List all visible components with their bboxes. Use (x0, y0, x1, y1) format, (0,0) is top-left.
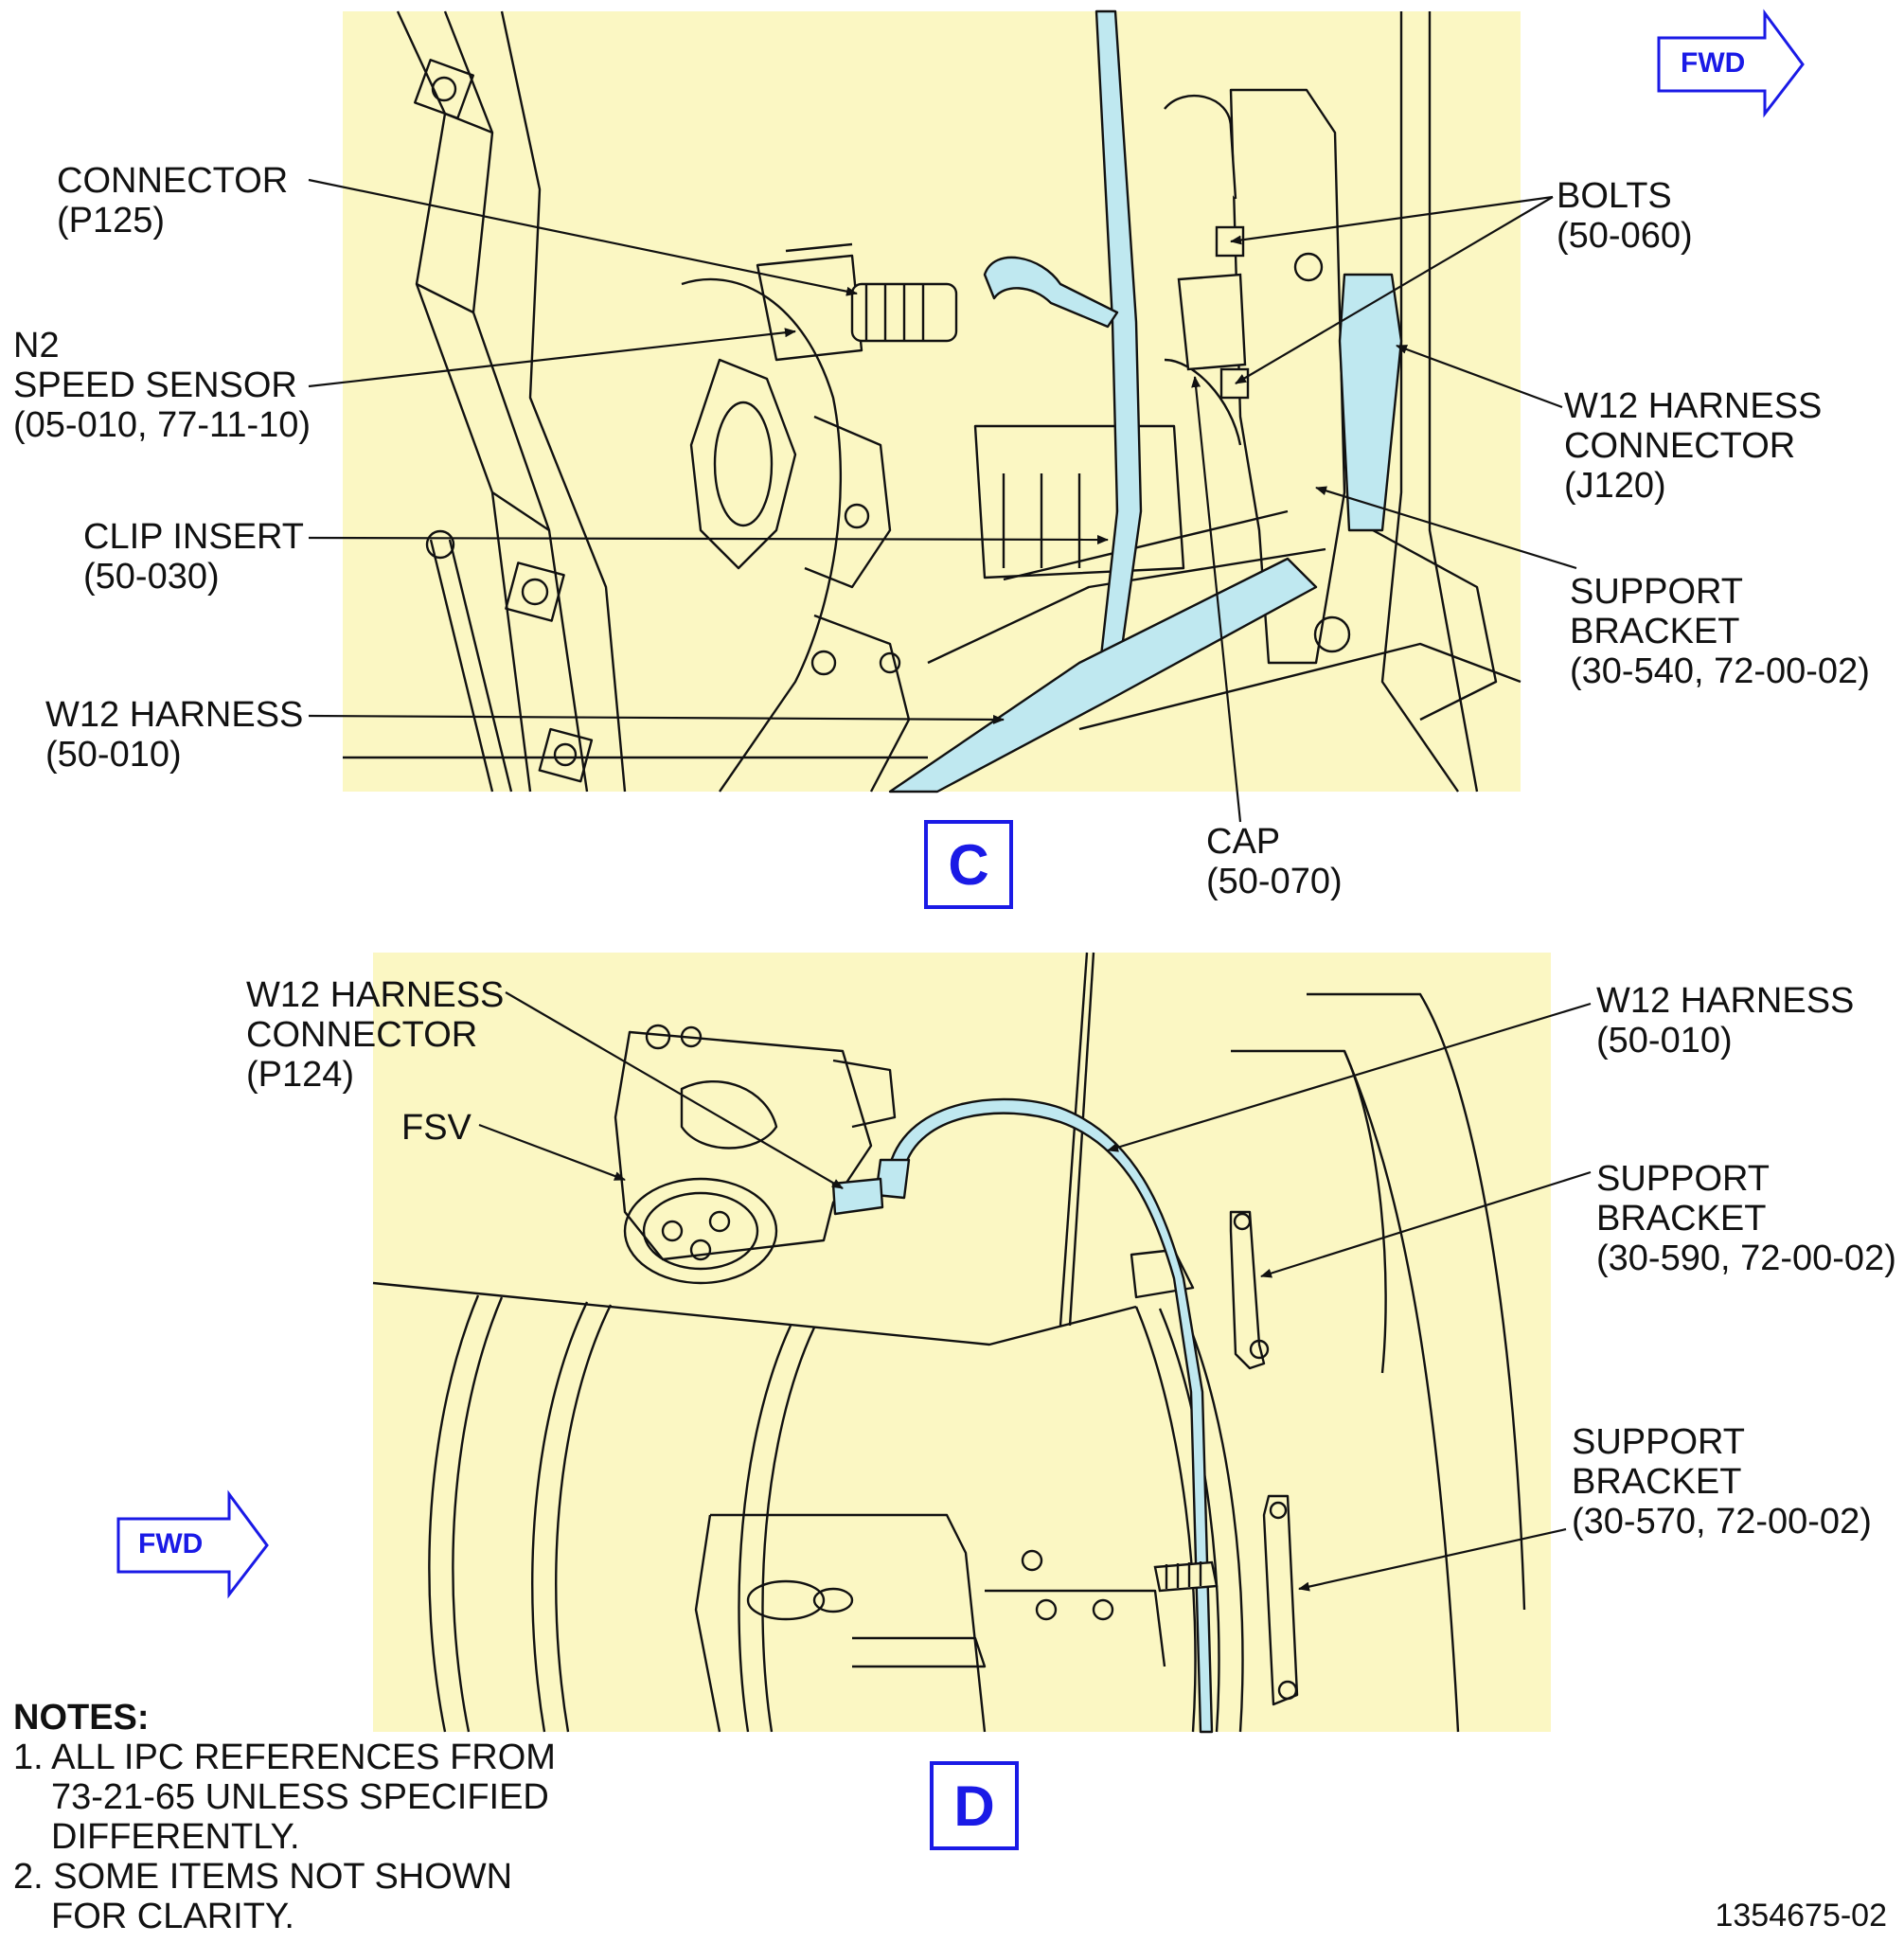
note-2-line-1: 2. SOME ITEMS NOT SHOWN (13, 1857, 513, 1897)
label-connector-p125: CONNECTOR (P125) (57, 161, 289, 241)
label-cap: CAP (50-070) (1206, 822, 1343, 901)
label-support-bracket-30-590: SUPPORT BRACKET (30-590, 72-00-02) (1596, 1159, 1896, 1278)
label-bolts: BOLTS (50-060) (1557, 176, 1693, 256)
note-1-line-2: 73-21-65 UNLESS SPECIFIED (51, 1777, 549, 1817)
label-n2-speed-sensor: N2 SPEED SENSOR (05-010, 77-11-10) (13, 326, 311, 445)
view-d-identifier: D (930, 1761, 1019, 1850)
label-clip-insert: CLIP INSERT (50-030) (83, 517, 305, 597)
label-support-bracket-30-540: SUPPORT BRACKET (30-540, 72-00-02) (1570, 572, 1870, 691)
label-w12-harness-connector-j120: W12 HARNESS CONNECTOR (J120) (1564, 386, 1823, 506)
note-1-line-3: DIFFERENTLY. (51, 1817, 300, 1857)
figure-id: 1354675-02 (1715, 1898, 1887, 1934)
view-c-panel (308, 9, 1577, 823)
view-c-identifier: C (924, 820, 1013, 909)
label-w12-harness-c: W12 HARNESS (50-010) (45, 695, 304, 775)
fwd-arrow-d (116, 1489, 269, 1599)
notes-heading: NOTES: (13, 1698, 150, 1738)
fwd-label-d: FWD (138, 1528, 204, 1560)
label-fsv: FSV (401, 1108, 472, 1148)
note-2-line-2: FOR CLARITY. (51, 1897, 294, 1936)
note-1-line-1: 1. ALL IPC REFERENCES FROM (13, 1738, 556, 1777)
fwd-label-c: FWD (1681, 47, 1746, 79)
view-d-panel (372, 952, 1592, 1734)
label-w12-harness-connector-p124: W12 HARNESS CONNECTOR (P124) (246, 975, 505, 1095)
label-w12-harness-d: W12 HARNESS (50-010) (1596, 981, 1855, 1061)
notes-block: NOTES: 1. ALL IPC REFERENCES FROM 73-21-… (13, 1698, 556, 1936)
fwd-arrow-c (1657, 9, 1805, 118)
label-support-bracket-30-570: SUPPORT BRACKET (30-570, 72-00-02) (1572, 1422, 1872, 1542)
